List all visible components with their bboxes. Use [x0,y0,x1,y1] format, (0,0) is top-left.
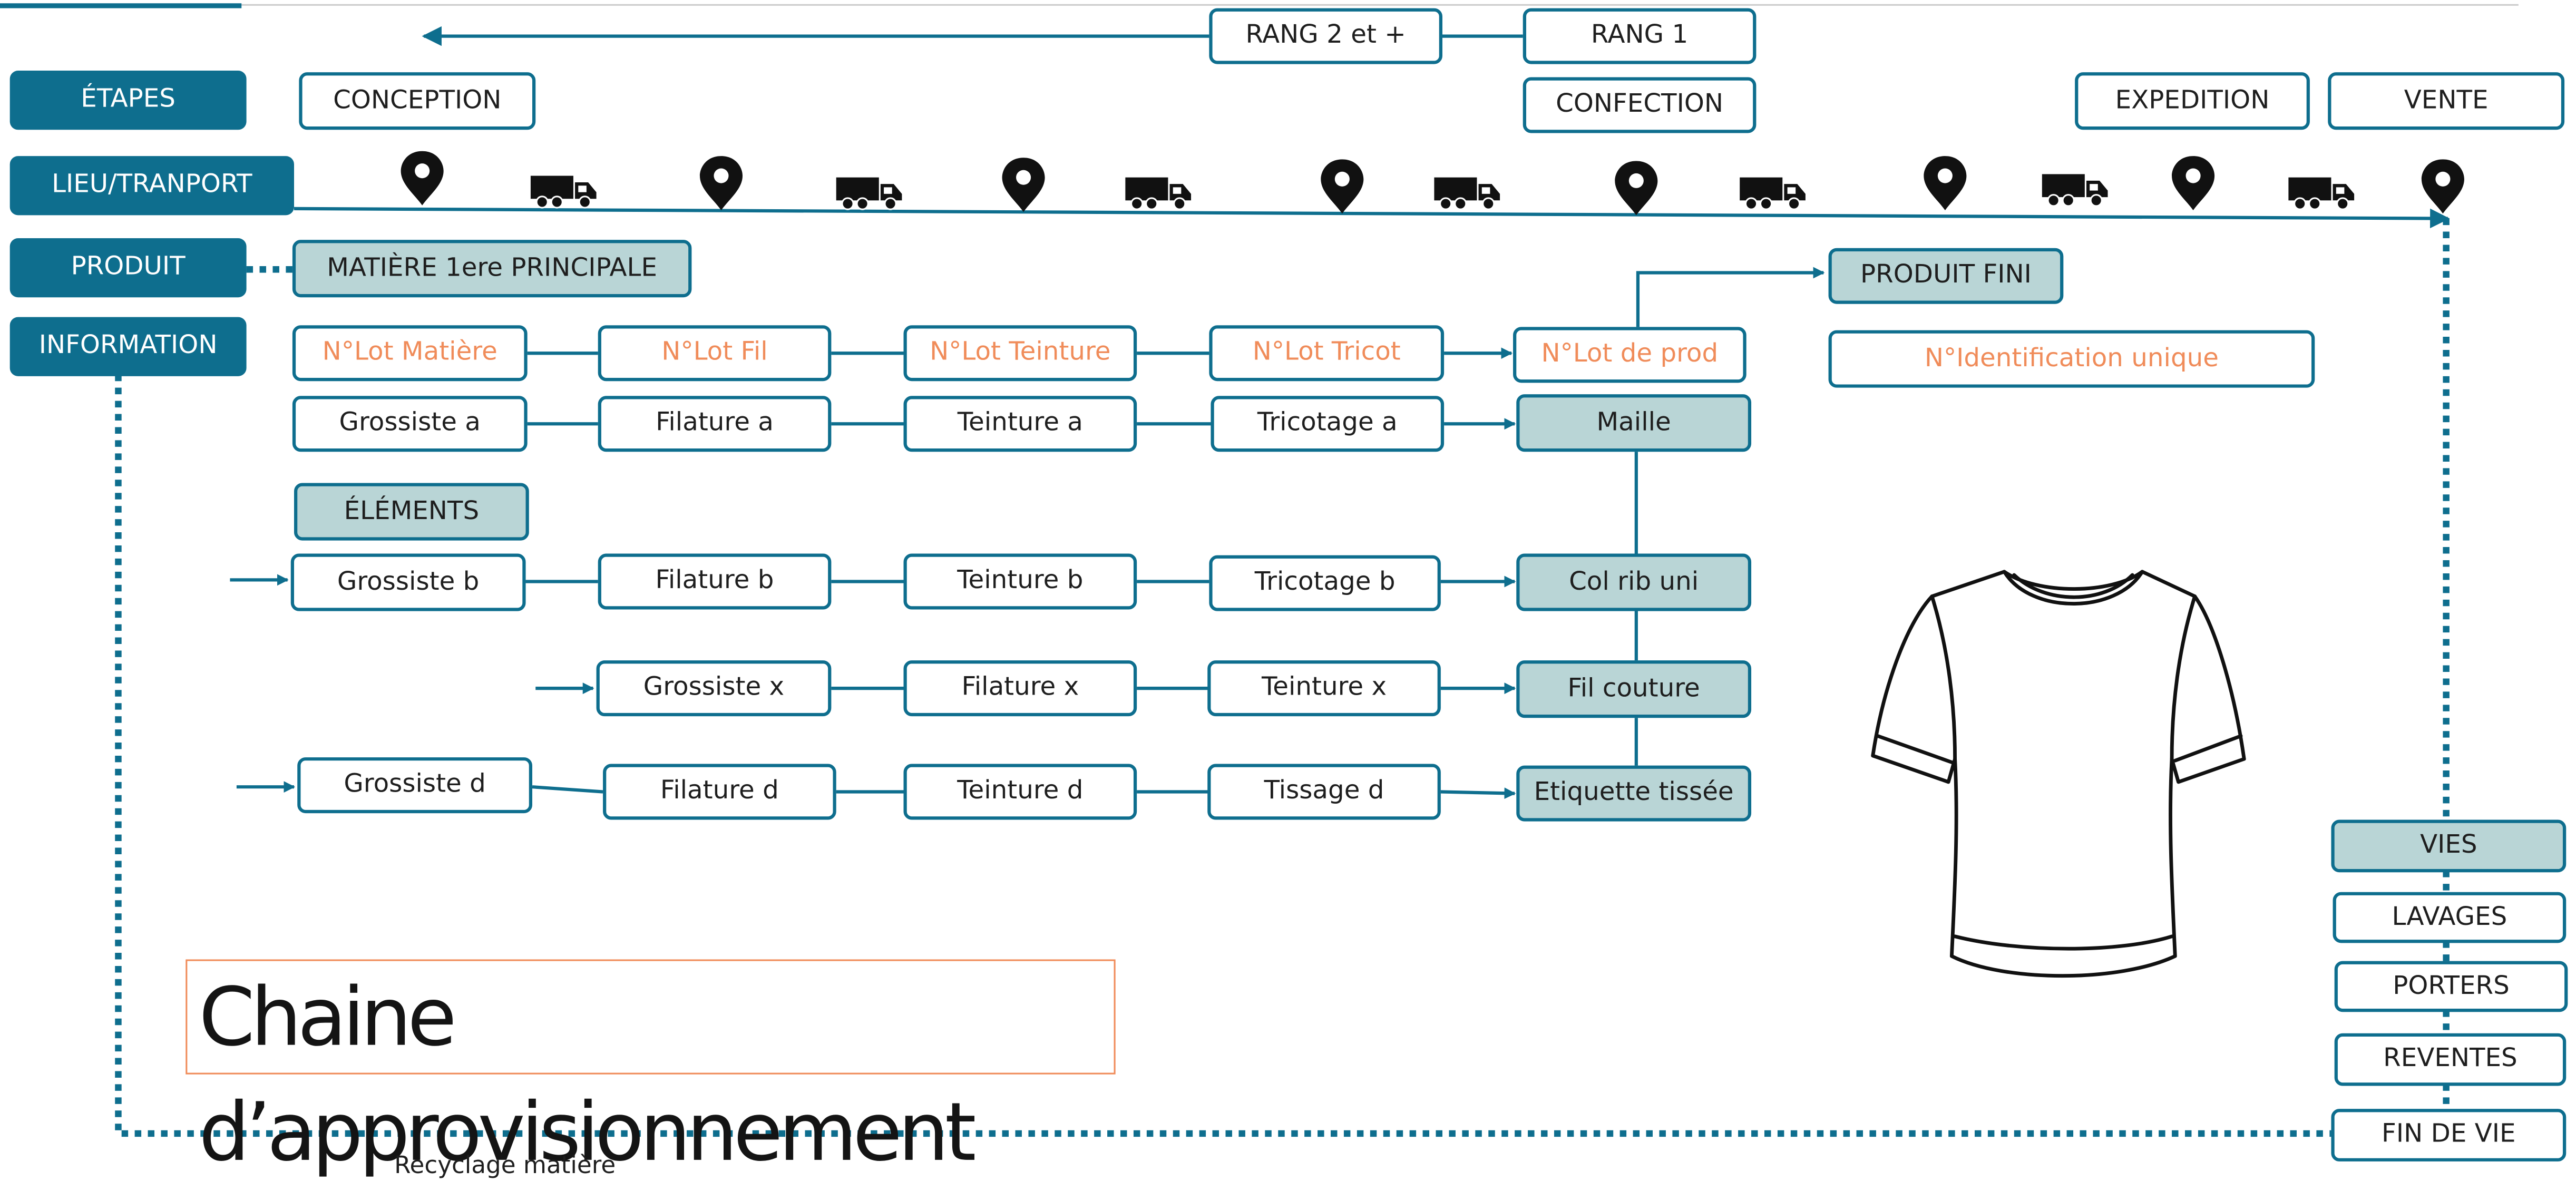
truck-icon [1433,177,1501,210]
chain-d-grossiste: Grossiste d [297,757,533,814]
stage-vente: VENTE [2328,72,2565,130]
chain-b-teinture: Teinture b [903,553,1137,610]
lifecycle-fin-de-vie: FIN DE VIE [2331,1109,2567,1161]
location-pin-icon [1321,159,1364,214]
location-pin-icon [2172,156,2215,211]
recycling-label: Recyclage matière [394,1153,616,1180]
chain-x-grossiste: Grossiste x [596,660,832,717]
chain-a-tricotage: Tricotage a [1211,396,1445,452]
lifecycle-porters: PORTERS [2334,961,2568,1012]
stage-confection: CONFECTION [1523,77,1757,133]
location-pin-icon [699,156,743,211]
chain-d-output: Etiquette tissée [1516,765,1752,822]
stage-expedition: EXPEDITION [2075,72,2310,130]
chain-x-output: Fil couture [1516,660,1752,718]
truck-icon [835,177,903,210]
chain-b-grossiste: Grossiste b [290,553,526,611]
location-pin-icon [401,151,444,206]
chain-a-output: Maille [1516,394,1752,452]
truck-icon [1739,177,1807,210]
produit-label: PRODUIT [9,238,247,298]
chain-b-filature: Filature b [598,553,832,610]
rang-1-box: RANG 1 [1523,8,1757,64]
chain-b-tricotage: Tricotage b [1209,555,1441,611]
chain-a-grossiste: Grossiste a [292,396,528,452]
information-label: INFORMATION [9,317,247,376]
location-pin-icon [1002,158,1045,212]
chain-a-filature: Filature a [598,396,832,452]
location-pin-icon [1924,156,1967,211]
chain-x-teinture: Teinture x [1207,660,1441,717]
chain-x-filature: Filature x [903,660,1137,717]
identification-box: N°Identification unique [1828,330,2315,388]
chain-d-teinture: Teinture d [903,764,1137,820]
lot-teinture-box: N°Lot Teinture [903,325,1137,382]
truck-icon [530,174,598,209]
truck-icon [2287,177,2355,210]
t-shirt-icon [1871,570,2246,978]
elements-box: ÉLÉMENTS [294,483,529,541]
truck-icon [2041,173,2109,207]
lot-matiere-box: N°Lot Matière [292,325,528,382]
location-pin-icon [1615,161,1658,216]
stage-conception: CONCEPTION [299,72,536,130]
lifecycle-vies: VIES [2331,819,2567,873]
chain-d-filature: Filature d [603,764,836,820]
lot-prod-box: N°Lot de prod [1513,327,1746,383]
chain-a-teinture: Teinture a [903,396,1137,452]
chain-d-tissage: Tissage d [1207,764,1441,820]
lieu-transport-label: LIEU/TRANPORT [9,156,294,216]
diagram-title: Chaine d’approvisionnement [199,971,976,1180]
etapes-label: ÉTAPES [9,71,247,130]
lot-tricot-box: N°Lot Tricot [1209,325,1445,382]
main-material-box: MATIÈRE 1ere PRINCIPALE [292,240,692,298]
finished-product-box: PRODUIT FINI [1828,248,2064,304]
rang-2-box: RANG 2 et + [1209,8,1442,64]
lot-fil-box: N°Lot Fil [598,325,832,382]
lifecycle-lavages: LAVAGES [2333,892,2567,943]
truck-icon [1124,177,1192,210]
diagram-title-frame: Chaine d’approvisionnement [186,959,1116,1179]
location-pin-icon [2421,159,2464,214]
lifecycle-reventes: REVENTES [2334,1033,2567,1086]
chain-b-output: Col rib uni [1516,553,1752,611]
